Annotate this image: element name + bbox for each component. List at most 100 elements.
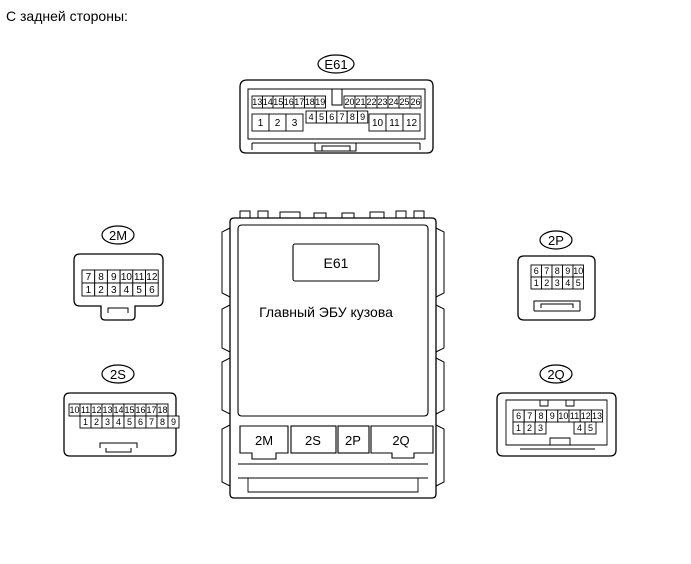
connector-2q-tag <box>539 364 573 384</box>
ecu-e61-socket-label: E61 <box>324 255 349 271</box>
pin-number: 6 <box>149 285 155 296</box>
pin-number: 6 <box>534 266 539 276</box>
pin-number: 7 <box>544 266 549 276</box>
pin-number: 15 <box>124 405 134 415</box>
pin-number: 1 <box>83 417 88 427</box>
pin-number: 4 <box>116 417 121 427</box>
pin-number: 2 <box>98 285 104 296</box>
pin-number: 7 <box>86 272 92 283</box>
pin-number: 12 <box>91 405 101 415</box>
pin-number: 18 <box>157 405 167 415</box>
pin-number: 17 <box>294 97 304 107</box>
pin-number: 3 <box>105 417 110 427</box>
pin-number: 6 <box>138 417 143 427</box>
pin-number: 9 <box>171 417 176 427</box>
pin-number: 25 <box>399 97 409 107</box>
pin-number: 10 <box>372 118 384 129</box>
pin-number: 2 <box>544 278 549 288</box>
view-caption: С задней стороны: <box>6 8 128 24</box>
ecu-2q-socket-label: 2Q <box>392 433 409 448</box>
pin-cell <box>314 95 326 109</box>
pin-number: 7 <box>149 417 154 427</box>
pin-number: 12 <box>581 411 591 421</box>
pin-number: 9 <box>360 112 365 122</box>
pin-cell <box>145 282 159 297</box>
pin-number: 13 <box>102 405 112 415</box>
pin-number: 6 <box>329 112 334 122</box>
pin-number: 13 <box>592 411 602 421</box>
pin-number: 2 <box>527 423 532 433</box>
pin-number: 20 <box>344 97 354 107</box>
connector-e61-label: E61 <box>324 57 347 72</box>
pin-number: 12 <box>406 118 418 129</box>
pin-number: 14 <box>263 97 273 107</box>
connector-2q-label: 2Q <box>547 367 564 382</box>
pin-number: 16 <box>135 405 145 415</box>
pin-number: 19 <box>315 97 325 107</box>
pin-number: 8 <box>350 112 355 122</box>
pin-number: 21 <box>355 97 365 107</box>
pin-cell <box>357 110 369 124</box>
pin-cell <box>409 95 422 109</box>
pin-number: 7 <box>340 112 345 122</box>
pin-number: 14 <box>113 405 123 415</box>
pin-number: 6 <box>516 411 521 421</box>
pin-number: 1 <box>86 285 92 296</box>
connector-e61-tag <box>317 54 355 74</box>
pin-number: 26 <box>410 97 420 107</box>
ecu-name: Главный ЭБУ кузова <box>259 304 393 320</box>
pin-number: 3 <box>555 278 560 288</box>
pin-number: 13 <box>252 97 262 107</box>
pin-number: 9 <box>550 411 555 421</box>
pin-number: 5 <box>127 417 132 427</box>
pin-number: 16 <box>284 97 294 107</box>
pin-number: 11 <box>81 405 90 415</box>
pin-cell <box>167 415 180 429</box>
pin-number: 7 <box>527 411 532 421</box>
ecu-2p-socket-label: 2P <box>345 433 361 448</box>
pin-number: 12 <box>146 272 158 283</box>
connector-2s-tag <box>101 364 135 384</box>
pin-number: 4 <box>577 423 582 433</box>
pin-number: 8 <box>555 266 560 276</box>
ecu-2m-socket-label: 2M <box>255 433 273 448</box>
pin-number: 10 <box>573 266 583 276</box>
pin-number: 8 <box>538 411 543 421</box>
pin-number: 2 <box>275 118 281 129</box>
pin-number: 5 <box>136 285 142 296</box>
pin-number: 10 <box>558 411 568 421</box>
pin-number: 15 <box>273 97 283 107</box>
pin-cell <box>285 113 304 132</box>
pin-number: 3 <box>111 285 117 296</box>
pin-cell <box>572 276 584 290</box>
connector-2s-label: 2S <box>110 367 126 382</box>
pin-number: 18 <box>305 97 315 107</box>
pin-number: 24 <box>388 97 398 107</box>
pin-number: 8 <box>160 417 165 427</box>
pin-number: 1 <box>516 423 521 433</box>
pin-number: 10 <box>121 272 133 283</box>
pin-number: 3 <box>538 423 543 433</box>
connector-2p-label: 2P <box>548 233 564 248</box>
pin-number: 9 <box>565 266 570 276</box>
pin-number: 10 <box>69 405 79 415</box>
pin-number: 3 <box>292 118 298 129</box>
pin-number: 9 <box>111 272 117 283</box>
pin-number: 11 <box>570 411 579 421</box>
ecu-2s-socket-label: 2S <box>305 433 321 448</box>
pin-number: 23 <box>377 97 387 107</box>
body-ecu: E61 Главный ЭБУ кузова 2M 2S 2P 2Q <box>221 210 445 499</box>
pin-cell <box>590 409 604 423</box>
pin-number: 17 <box>146 405 156 415</box>
connector-2m-label: 2M <box>109 228 127 243</box>
pin-number: 11 <box>389 118 400 129</box>
pin-number: 5 <box>319 112 324 122</box>
pin-number: 4 <box>565 278 570 288</box>
pin-number: 8 <box>98 272 104 283</box>
pin-number: 5 <box>576 278 581 288</box>
